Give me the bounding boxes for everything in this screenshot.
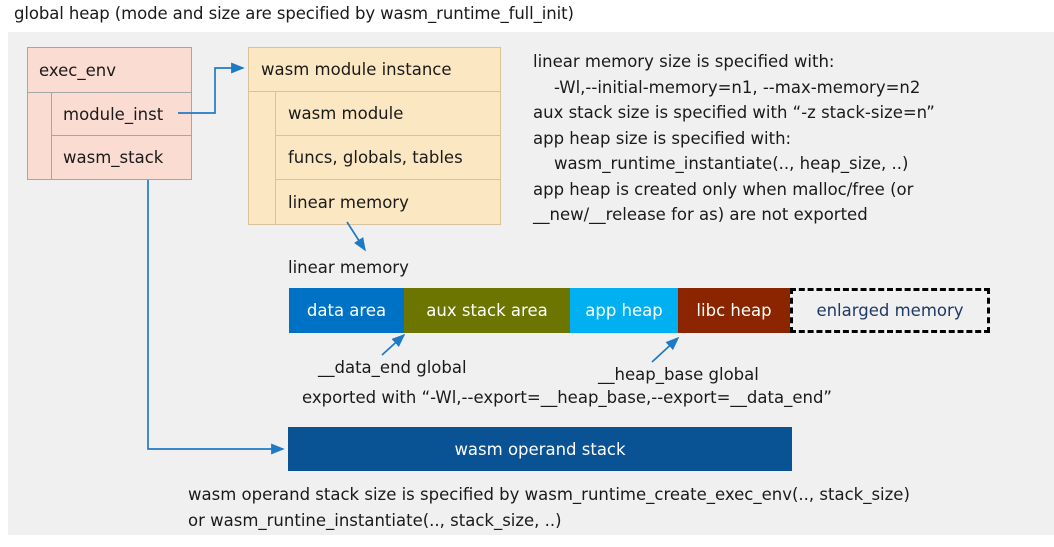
footer-text: wasm operand stack size is specified by … (188, 485, 910, 530)
exec-env-row-module-inst: module_inst (52, 93, 191, 136)
exec-env-box: exec_env module_inst wasm_stack (27, 47, 192, 180)
annotation-heap-base: __heap_base global (598, 365, 759, 384)
memory-segment-enlarged-memory: enlarged memory (790, 288, 990, 333)
annotation-exported: exported with “-Wl,--export=__heap_base,… (302, 388, 832, 407)
page-title: global heap (mode and size are specified… (14, 4, 574, 23)
memory-segment-app-heap: app heap (570, 288, 678, 333)
annotation-data-end: __data_end global (318, 358, 467, 377)
exec-env-rows: module_inst wasm_stack (51, 93, 191, 179)
memory-segment-aux-stack-area: aux stack area (404, 288, 570, 333)
memory-segment-data-area: data area (289, 288, 404, 333)
wasm-operand-stack-box: wasm operand stack (288, 427, 792, 471)
wasm-module-instance-header: wasm module instance (249, 48, 500, 92)
exec-env-header: exec_env (28, 48, 191, 93)
notes-text: linear memory size is specified with: -W… (533, 52, 935, 224)
memory-segment-libc-heap: libc heap (678, 288, 790, 333)
row-linear-memory: linear memory (288, 192, 409, 212)
exec-env-row-wasm-stack: wasm_stack (63, 148, 164, 167)
row-funcs-globals-tables: funcs, globals, tables (276, 136, 500, 180)
wasm-module-instance-rows: wasm module funcs, globals, tables linea… (275, 92, 500, 224)
linear-memory-label: linear memory (288, 258, 409, 277)
row-wasm-module: wasm module (276, 92, 500, 136)
wasm-module-instance-box: wasm module instance wasm module funcs, … (248, 47, 501, 225)
